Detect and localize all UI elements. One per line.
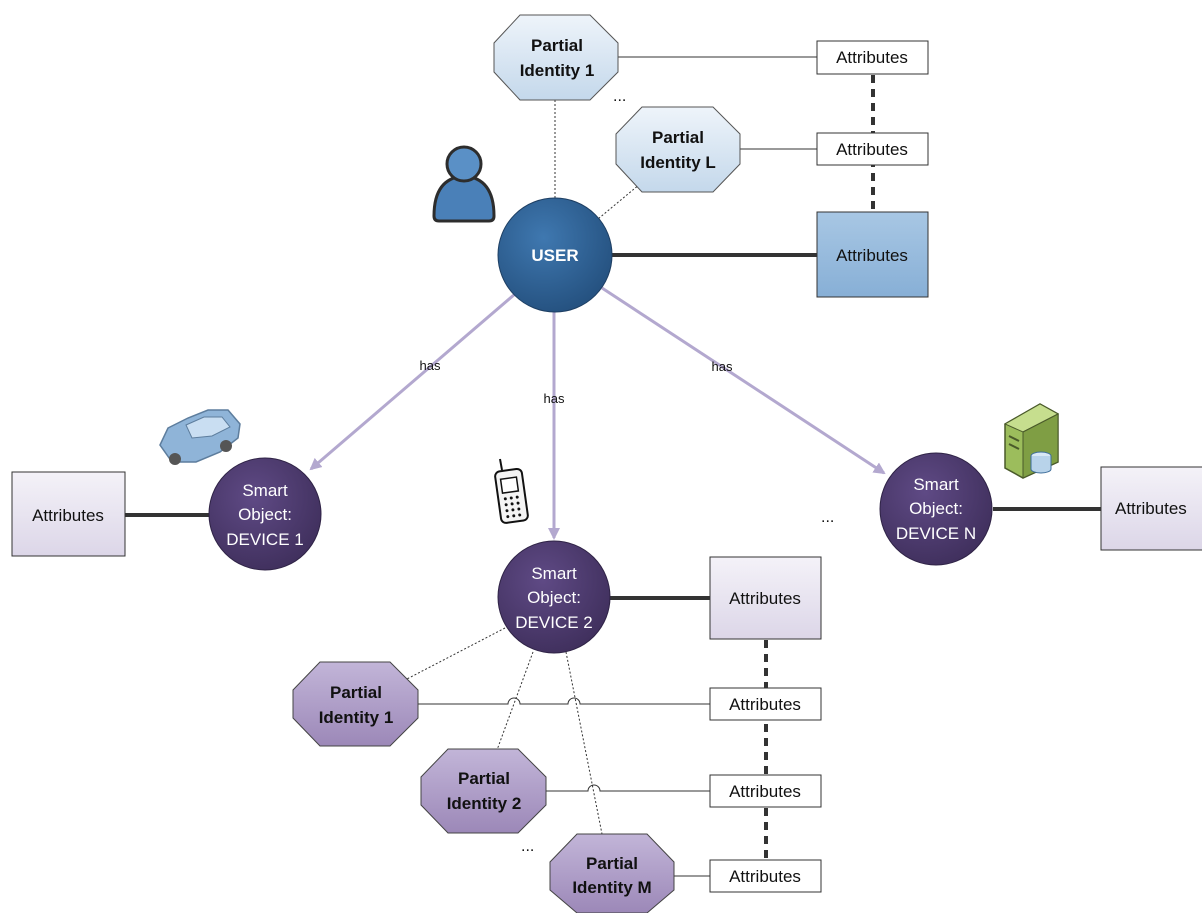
user-partial-1-line1: Partial bbox=[531, 36, 583, 55]
device-partial-m-attributes: Attributes bbox=[709, 859, 822, 893]
car-icon bbox=[159, 409, 241, 465]
svg-text:Identity M: Identity M bbox=[572, 878, 651, 897]
svg-text:Object:: Object: bbox=[238, 505, 292, 524]
svg-text:DEVICE 1: DEVICE 1 bbox=[226, 530, 303, 549]
svg-text:Smart: Smart bbox=[531, 564, 577, 583]
ellipsis-user-partials: ... bbox=[613, 88, 626, 105]
device-partial-identity-2: Partial Identity 2 bbox=[420, 748, 547, 834]
svg-text:Partial: Partial bbox=[330, 683, 382, 702]
svg-text:Object:: Object: bbox=[527, 588, 581, 607]
device-1-attributes: Attributes bbox=[11, 471, 126, 557]
svg-text:Identity 2: Identity 2 bbox=[447, 794, 522, 813]
mobile-phone-icon bbox=[494, 458, 529, 524]
svg-text:Smart: Smart bbox=[242, 481, 288, 500]
svg-text:Attributes: Attributes bbox=[729, 589, 801, 608]
user-partial-identity-l: Partial Identity L bbox=[615, 106, 741, 193]
has-label-device-1: has bbox=[420, 358, 441, 373]
has-label-device-2: has bbox=[544, 391, 565, 406]
svg-text:Attributes: Attributes bbox=[836, 140, 908, 159]
svg-text:Object:: Object: bbox=[909, 499, 963, 518]
device-partial-1-attributes: Attributes bbox=[709, 687, 822, 721]
svg-text:Attributes: Attributes bbox=[729, 867, 801, 886]
user-partial-1-line2: Identity 1 bbox=[520, 61, 595, 80]
svg-text:Attributes: Attributes bbox=[836, 48, 908, 67]
svg-text:DEVICE N: DEVICE N bbox=[896, 524, 976, 543]
svg-text:DEVICE 2: DEVICE 2 bbox=[515, 613, 592, 632]
link-user-partial-l bbox=[597, 183, 641, 220]
user-attributes-1: Attributes bbox=[816, 40, 929, 75]
svg-text:Attributes: Attributes bbox=[729, 695, 801, 714]
ellipsis-devices: ... bbox=[821, 509, 834, 526]
svg-text:Identity 1: Identity 1 bbox=[319, 708, 394, 727]
link-device-partial-1 bbox=[404, 627, 506, 681]
device-partial-identity-1: Partial Identity 1 bbox=[292, 661, 419, 747]
link-device-partial-2 bbox=[496, 651, 534, 751]
device-partial-2-attributes: Attributes bbox=[709, 774, 822, 808]
device-2-node: Smart Object: DEVICE 2 bbox=[497, 540, 611, 654]
svg-text:Attributes: Attributes bbox=[32, 506, 104, 525]
device-2-attributes-main: Attributes bbox=[709, 556, 822, 640]
svg-text:Partial: Partial bbox=[586, 854, 638, 873]
link-device-partial-1-attr bbox=[418, 697, 710, 705]
link-device-partial-m bbox=[565, 651, 603, 835]
user-partial-l-line2: Identity L bbox=[640, 153, 716, 172]
user-node: USER bbox=[497, 197, 613, 313]
has-label-device-n: has bbox=[712, 359, 733, 374]
svg-text:Attributes: Attributes bbox=[729, 782, 801, 801]
device-n-node: Smart Object: DEVICE N bbox=[879, 452, 993, 566]
user-attributes-main: Attributes bbox=[816, 211, 929, 298]
has-arrow-device-n bbox=[601, 286, 886, 475]
link-device-partial-2-attr bbox=[546, 784, 710, 792]
has-arrow-device-1 bbox=[309, 292, 516, 471]
device-partial-identity-m: Partial Identity M bbox=[549, 833, 675, 913]
svg-text:Attributes: Attributes bbox=[1115, 499, 1187, 518]
user-label: USER bbox=[531, 246, 578, 265]
svg-text:Attributes: Attributes bbox=[836, 246, 908, 265]
device-1-node: Smart Object: DEVICE 1 bbox=[208, 457, 322, 571]
svg-text:Smart: Smart bbox=[913, 475, 959, 494]
svg-text:Partial: Partial bbox=[458, 769, 510, 788]
device-n-attributes: Attributes bbox=[1100, 466, 1202, 551]
ellipsis-device-partials: ... bbox=[521, 838, 534, 855]
server-icon bbox=[1003, 403, 1060, 479]
user-attributes-l: Attributes bbox=[816, 132, 929, 166]
user-partial-identity-1: Partial Identity 1 bbox=[493, 14, 619, 101]
user-partial-l-line1: Partial bbox=[652, 128, 704, 147]
person-icon bbox=[432, 145, 496, 223]
